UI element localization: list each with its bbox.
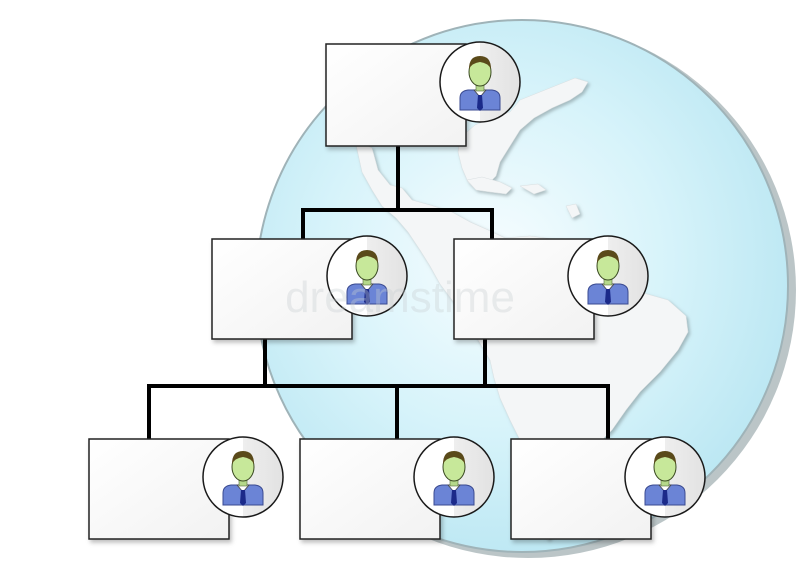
person-avatar-icon (567, 235, 649, 317)
org-node-staff-3 (510, 436, 706, 540)
org-node-ceo (325, 41, 521, 147)
org-node-mgr-right (453, 235, 649, 340)
watermark-text: dreamstime (285, 273, 515, 322)
person-avatar-icon (624, 436, 706, 518)
org-node-staff-2 (299, 436, 495, 540)
person-avatar-icon (413, 436, 495, 518)
connector-lines (147, 143, 610, 442)
org-node-mgr-left (211, 235, 408, 340)
org-node-staff-1 (88, 436, 284, 540)
person-avatar-icon (439, 41, 521, 123)
person-avatar-icon (202, 436, 284, 518)
